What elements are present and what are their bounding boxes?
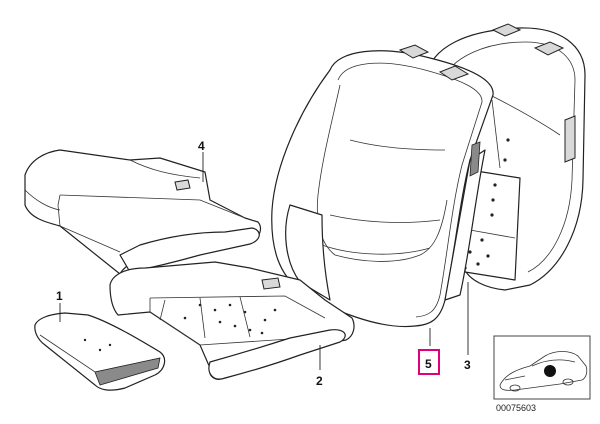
reference-code: 00075603: [496, 403, 536, 413]
label-part-4: 4: [198, 139, 205, 153]
seat-frame-holes: [183, 303, 277, 335]
seat-location-marker: [544, 365, 556, 377]
part-4-seat-foam: [24, 149, 262, 275]
part-1-cushion-insert: [34, 312, 166, 391]
label-part-5: 5: [425, 357, 432, 371]
leader-lines: [59, 152, 469, 370]
part-2-seat-frame: [109, 261, 355, 380]
car-thumbnail: [493, 335, 591, 400]
label-part-3: 3: [464, 358, 471, 372]
highlight-box-part-5: [418, 349, 440, 375]
part-5-backrest-cover: [271, 44, 494, 328]
label-part-1: 1: [56, 289, 63, 303]
label-part-2: 2: [316, 374, 323, 388]
